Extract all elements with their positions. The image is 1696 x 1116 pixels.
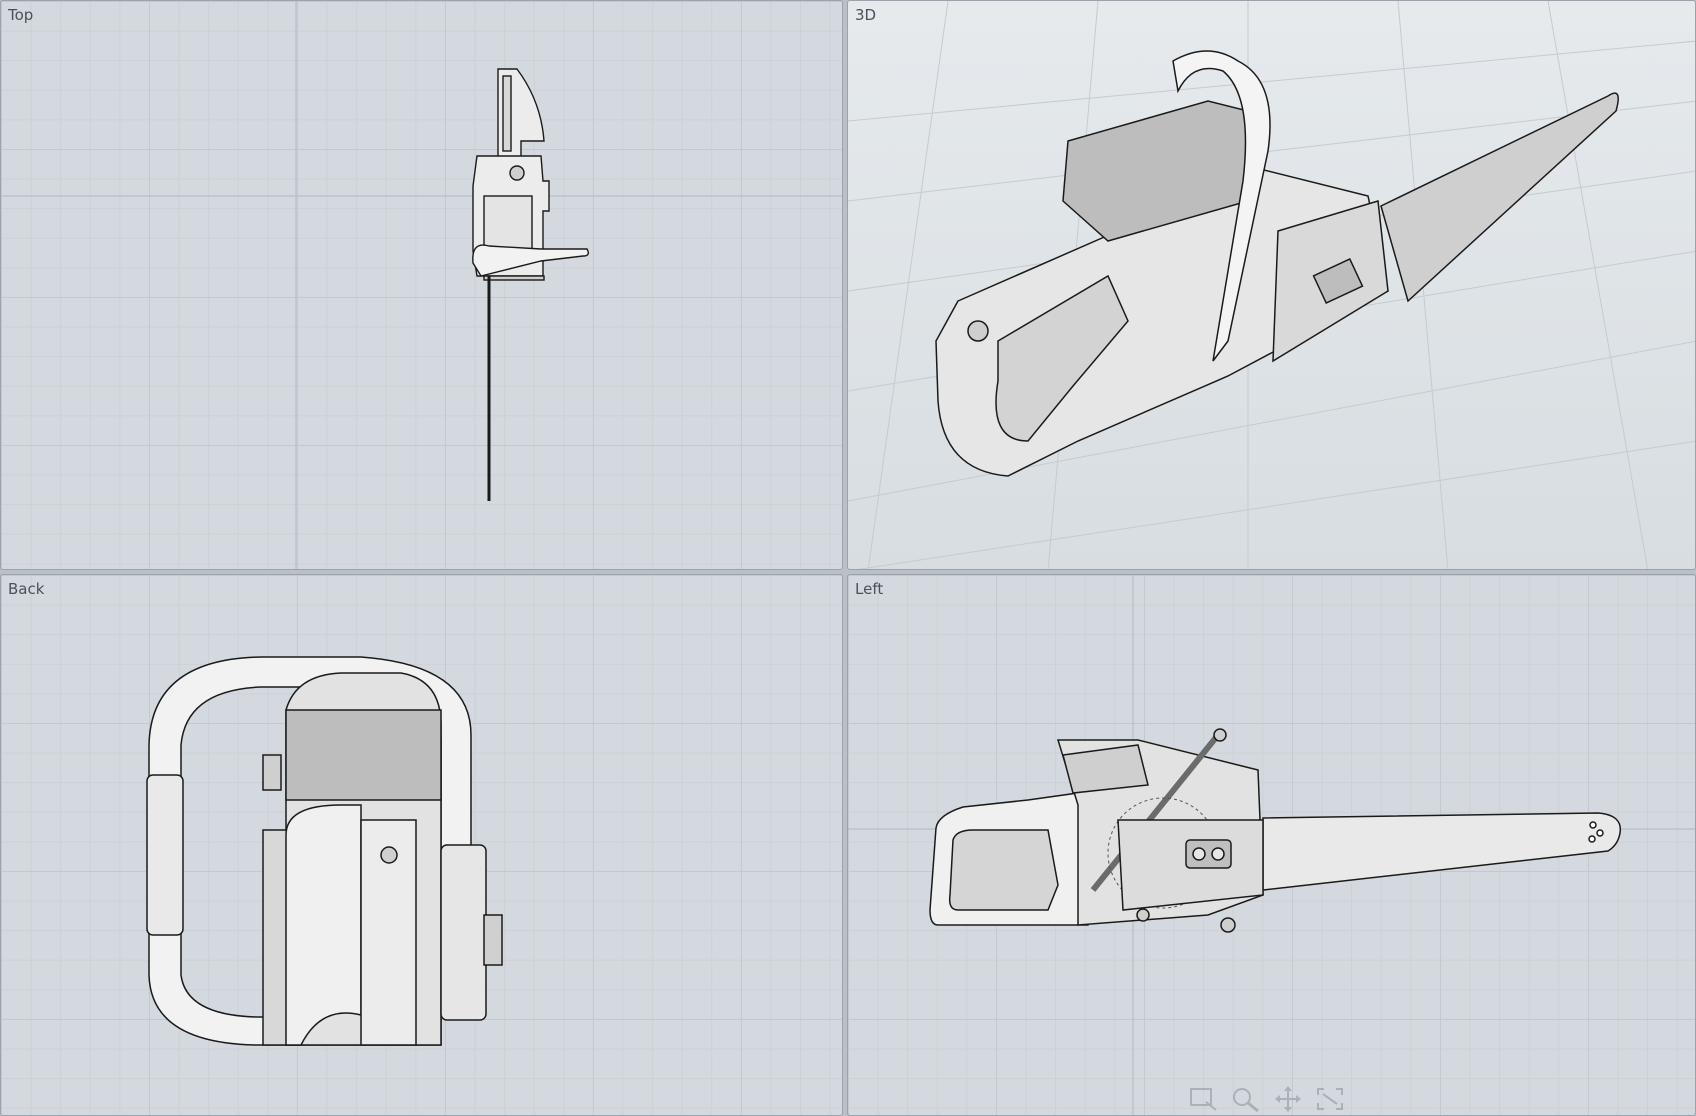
zoom-icon[interactable] [1230,1085,1262,1113]
chainsaw-top-view [1,1,842,569]
viewport-top[interactable]: Top [0,0,843,570]
viewport-label[interactable]: Top [8,6,34,24]
zoom-extents-icon[interactable] [1314,1085,1346,1113]
viewport-left[interactable]: Left [847,574,1696,1116]
chainsaw-back-view [146,656,503,1046]
viewport-navigation-tools [1188,1085,1346,1113]
viewport-label[interactable]: Left [855,580,884,598]
viewport-label[interactable]: 3D [855,6,877,24]
viewport-back[interactable]: Back [0,574,843,1116]
zoom-window-icon[interactable] [1188,1085,1220,1113]
viewport-label[interactable]: Back [8,580,45,598]
chainsaw-perspective-view [848,1,1695,569]
viewport-perspective[interactable]: 3D [847,0,1696,570]
chainsaw-left-view [848,575,1695,1115]
pan-icon[interactable] [1272,1085,1304,1113]
